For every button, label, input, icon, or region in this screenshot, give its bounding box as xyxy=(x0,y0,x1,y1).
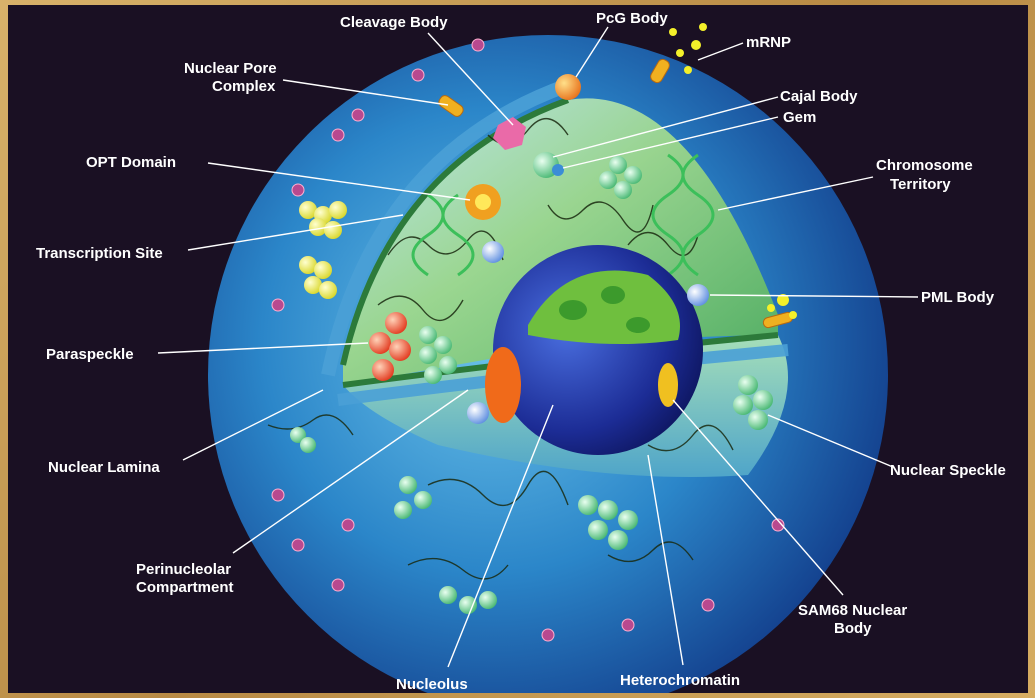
diagram-panel: Cleavage Body PcG Body mRNP Nuclear Pore… xyxy=(8,5,1028,693)
label-nuclear-pore-1: Nuclear Pore xyxy=(184,60,277,77)
label-sam68-2: Body xyxy=(834,620,872,637)
pml-body xyxy=(687,284,709,306)
label-transcription-site: Transcription Site xyxy=(36,245,163,262)
label-gem: Gem xyxy=(783,109,816,126)
perinucleolar-compartment xyxy=(485,347,521,423)
nucleolus-body xyxy=(493,245,703,455)
label-perinucleolar-1: Perinucleolar xyxy=(136,561,231,578)
blue-body-2 xyxy=(467,402,489,424)
heterochromatin-patch xyxy=(658,363,678,407)
label-chromosome-2: Territory xyxy=(890,176,951,193)
label-perinucleolar-2: Compartment xyxy=(136,579,234,596)
label-nuclear-speckle: Nuclear Speckle xyxy=(890,462,1006,479)
label-pcg-body: PcG Body xyxy=(596,10,668,27)
label-heterochromatin: Heterochromatin xyxy=(620,672,740,689)
gem xyxy=(552,164,564,176)
label-sam68-1: SAM68 Nuclear xyxy=(798,602,907,619)
label-nucleolus: Nucleolus xyxy=(396,676,468,693)
label-paraspeckle: Paraspeckle xyxy=(46,346,134,363)
label-cleavage-body: Cleavage Body xyxy=(340,14,448,31)
label-chromosome-1: Chromosome xyxy=(876,157,973,174)
pcg-body xyxy=(555,74,581,100)
label-nuclear-lamina: Nuclear Lamina xyxy=(48,459,160,476)
label-pml-body: PML Body xyxy=(921,289,995,306)
label-cajal-body: Cajal Body xyxy=(780,88,858,105)
label-mrnp: mRNP xyxy=(746,34,791,51)
blue-body-1 xyxy=(482,241,504,263)
label-opt-domain: OPT Domain xyxy=(86,154,176,171)
nucleus-diagram: Cleavage Body PcG Body mRNP Nuclear Pore… xyxy=(8,5,1028,693)
label-nuclear-pore-2: Complex xyxy=(212,78,276,95)
opt-domain xyxy=(465,184,501,220)
